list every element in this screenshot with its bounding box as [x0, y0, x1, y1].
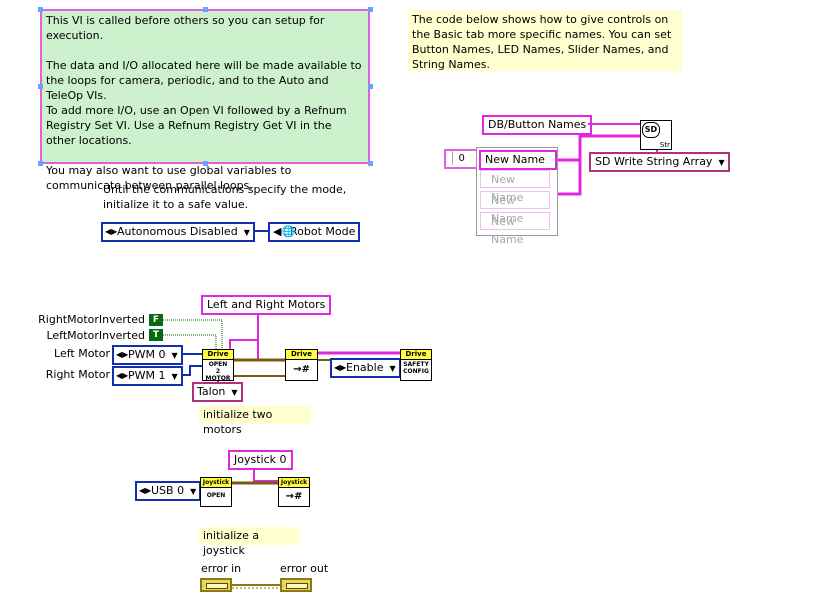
dropdown-arrow-icon: ▼: [171, 351, 178, 360]
usb-port-enum[interactable]: ◀▶ USB 0 ▼: [135, 481, 202, 501]
right-pwm-label: PWM 1: [128, 369, 166, 382]
robot-mode-enum-label: Autonomous Disabled: [117, 225, 238, 238]
right-motor-label: Right Motor: [45, 368, 110, 381]
dropdown-arrow-icon: ▼: [171, 372, 178, 381]
joystick-open-vi[interactable]: Joystick OPEN: [200, 477, 232, 507]
wire-motor-name-open: [229, 330, 259, 350]
vi-header: Drive: [203, 350, 233, 360]
array-element[interactable]: New Name: [480, 170, 550, 204]
init-motors-note[interactable]: initialize two motors: [199, 406, 311, 436]
robot-mode-enum[interactable]: ◀▶ Autonomous Disabled ▼: [101, 222, 255, 242]
enum-arrows-icon: ◀▶: [139, 486, 152, 495]
vi-body: OPEN 2 MOTOR: [205, 361, 231, 381]
wire-array: [556, 158, 582, 196]
array-index-value: 0: [458, 153, 465, 164]
right-inverted-label: RightMotorInverted: [38, 313, 145, 326]
robot-mode-global[interactable]: ◀🌐 Robot Mode: [268, 222, 361, 242]
vi-body: SAFETY CONFIG: [403, 361, 429, 375]
resize-handle[interactable]: [368, 84, 373, 89]
vi-header: Drive: [286, 350, 317, 360]
enum-arrows-icon: ◀▶: [116, 371, 129, 380]
wire-right-inverted: [163, 319, 223, 350]
resize-handle[interactable]: [203, 161, 208, 166]
resize-handle[interactable]: [368, 7, 373, 12]
safety-label: Enable: [346, 361, 384, 374]
resize-handle[interactable]: [203, 7, 208, 12]
dropdown-arrow-icon: ▼: [718, 158, 725, 167]
drive-safety-config-vi[interactable]: Drive SAFETY CONFIG: [400, 349, 432, 381]
vi-body: OPEN: [206, 492, 226, 499]
motor-controller-ring[interactable]: Talon ▼: [192, 382, 243, 402]
sd-sub-label: Str: [659, 141, 670, 149]
error-in-label: error in: [201, 562, 242, 575]
names-hint-note[interactable]: The code below shows how to give control…: [408, 10, 682, 71]
array-element[interactable]: New Name: [479, 150, 557, 170]
error-out-label: error out: [280, 562, 329, 575]
button-names-array[interactable]: New Name New Name New Name New Name: [476, 147, 558, 246]
left-pwm-label: PWM 0: [128, 348, 166, 361]
motor-controller-label: Talon: [197, 385, 226, 398]
wire-array-to-sd: [578, 134, 640, 160]
button-names-key-constant[interactable]: DB/Button Names: [482, 115, 593, 135]
dropdown-arrow-icon: ▼: [243, 228, 250, 237]
vi-header: Joystick: [201, 478, 231, 488]
globe-icon: ◀🌐: [273, 225, 296, 238]
vi-body: →#: [293, 364, 310, 375]
vi-header: Joystick: [279, 478, 309, 488]
left-inverted-constant[interactable]: T: [149, 329, 163, 341]
safety-enum[interactable]: ◀▶ Enable ▼: [330, 358, 401, 378]
error-out-indicator[interactable]: [280, 578, 312, 592]
sd-write-selector[interactable]: SD Write String Array ▼: [589, 152, 730, 172]
joystick-name-constant[interactable]: Joystick 0: [228, 450, 293, 470]
right-inverted-constant[interactable]: F: [149, 314, 163, 326]
motor-name-constant[interactable]: Left and Right Motors: [201, 295, 332, 315]
joystick-refnum-set-vi[interactable]: Joystick →#: [278, 477, 310, 507]
resize-handle[interactable]: [38, 161, 43, 166]
dropdown-arrow-icon: ▼: [231, 388, 238, 397]
resize-handle[interactable]: [38, 7, 43, 12]
wire-motor-name: [257, 312, 285, 361]
vi-body: →#: [285, 491, 303, 502]
drive-refnum-set-vi[interactable]: Drive →#: [285, 349, 318, 381]
array-index[interactable]: 0: [444, 149, 478, 169]
array-element[interactable]: New Name: [480, 212, 550, 246]
drive-open-2motor-vi[interactable]: Drive OPEN 2 MOTOR: [202, 349, 234, 381]
init-joystick-note[interactable]: initialize a joystick: [199, 527, 300, 557]
right-pwm-enum[interactable]: ◀▶ PWM 1 ▼: [112, 366, 183, 386]
setup-comment[interactable]: This VI is called before others so you c…: [40, 9, 370, 192]
array-element[interactable]: New Name: [480, 191, 550, 225]
vi-header: Drive: [401, 350, 431, 360]
resize-handle[interactable]: [38, 84, 43, 89]
sd-icon: SD: [642, 122, 660, 138]
enum-arrows-icon: ◀▶: [334, 363, 347, 372]
dropdown-arrow-icon: ▼: [190, 487, 197, 496]
left-motor-label: Left Motor: [54, 347, 110, 360]
usb-port-label: USB 0: [151, 484, 185, 497]
enum-arrows-icon: ◀▶: [105, 227, 118, 236]
resize-handle[interactable]: [368, 161, 373, 166]
wire-right-pwm: [177, 365, 202, 376]
wire-joy-name: [253, 466, 278, 482]
enum-arrows-icon: ◀▶: [116, 350, 129, 359]
dropdown-arrow-icon: ▼: [389, 364, 396, 373]
sd-write-selector-label: SD Write String Array: [595, 155, 713, 168]
wire-left-inverted: [163, 334, 217, 350]
error-in-control[interactable]: [200, 578, 232, 592]
sd-write-vi[interactable]: SD Str: [640, 120, 672, 150]
left-pwm-enum[interactable]: ◀▶ PWM 0 ▼: [112, 345, 183, 365]
mode-hint-text: Until the communications specify the mod…: [103, 183, 347, 211]
robot-mode-global-label: Robot Mode: [290, 225, 356, 238]
left-inverted-label: LeftMotorInverted: [46, 329, 145, 342]
